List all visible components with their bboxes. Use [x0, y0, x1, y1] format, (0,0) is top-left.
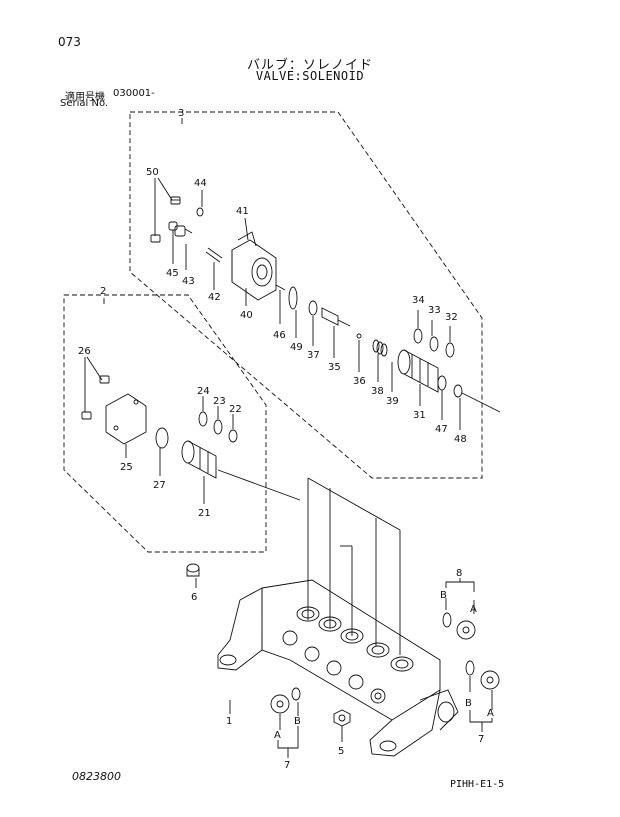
- callout-2: 2: [100, 286, 106, 297]
- callout-23: 23: [213, 396, 226, 407]
- callout-5: 5: [338, 746, 344, 757]
- o-ring-47: [437, 375, 447, 391]
- callout-3: 3: [178, 108, 184, 119]
- callout-32: 32: [445, 312, 458, 323]
- serial-label-english: Serial No.: [60, 98, 109, 109]
- solenoid-coil-40: [231, 231, 286, 301]
- plug-7-right: [465, 660, 500, 690]
- bolt-50-lower: [150, 234, 161, 243]
- valve-block-1: [217, 579, 459, 757]
- callout-33: 33: [428, 305, 441, 316]
- page-number: 073: [58, 35, 81, 49]
- callout-24: 24: [197, 386, 210, 397]
- callout-26: 26: [78, 346, 91, 357]
- callout-7-right: 7: [478, 734, 484, 745]
- plunger-35: [321, 307, 351, 327]
- callout-a-lower-left: A: [274, 730, 281, 741]
- callout-b-upper-right: B: [440, 590, 447, 601]
- callout-7-left: 7: [284, 760, 290, 771]
- bolt-26-lower: [81, 411, 92, 420]
- callout-8: 8: [456, 568, 462, 579]
- bolt-50-upper: [170, 196, 181, 205]
- o-ring-b-upper-right: [442, 612, 452, 628]
- cap-43: [174, 225, 193, 237]
- serial-label-japanese: 適用号機: [65, 92, 105, 103]
- o-ring-27: [155, 427, 169, 449]
- assembly-2-boundary: [63, 294, 267, 553]
- document-code: 0823800: [72, 770, 121, 783]
- callout-6: 6: [191, 592, 197, 603]
- callout-46: 46: [273, 330, 286, 341]
- figure-code: PIHH-E1-5: [450, 779, 505, 790]
- o-ring-48: [453, 384, 463, 398]
- o-ring-34: [413, 328, 423, 344]
- o-ring-32: [445, 342, 455, 358]
- valve-cartridge-21: [181, 440, 217, 479]
- callout-48: 48: [454, 434, 467, 445]
- callout-50: 50: [146, 167, 159, 178]
- callout-39: 39: [386, 396, 399, 407]
- callout-42: 42: [208, 292, 221, 303]
- callout-b-lower-right: B: [465, 698, 472, 709]
- o-ring-b-lower-right: [465, 660, 475, 676]
- callout-a-lower-right: A: [487, 708, 494, 719]
- callout-1: 1: [226, 716, 232, 727]
- callout-27: 27: [153, 480, 166, 491]
- o-ring-44: [196, 207, 204, 217]
- o-ring-22: [228, 429, 238, 443]
- callout-40: 40: [240, 310, 253, 321]
- callout-25: 25: [120, 462, 133, 473]
- title-english: VALVE:SOLENOID: [255, 69, 365, 83]
- callout-36: 36: [353, 376, 366, 387]
- o-ring-49: [288, 286, 298, 310]
- o-ring-24: [198, 411, 208, 427]
- plug-7-left: [270, 687, 301, 714]
- plug-5: [333, 709, 351, 727]
- o-ring-23: [213, 419, 223, 435]
- callout-47: 47: [435, 424, 448, 435]
- callout-41: 41: [236, 206, 249, 217]
- spring-38: [372, 339, 388, 357]
- title-japanese: バルブ：ソレノイド: [246, 58, 373, 73]
- callout-49: 49: [290, 342, 303, 353]
- valve-body-31: [397, 349, 439, 393]
- callout-45: 45: [166, 268, 179, 279]
- plug-8-right: [442, 612, 476, 640]
- callout-a-upper-right: A: [470, 604, 477, 615]
- callout-43: 43: [182, 276, 195, 287]
- callout-21: 21: [198, 508, 211, 519]
- callout-22: 22: [229, 404, 242, 415]
- bolt-26-upper: [99, 375, 110, 384]
- callout-31: 31: [413, 410, 426, 421]
- screw-42: [207, 247, 223, 259]
- callout-44: 44: [194, 178, 207, 189]
- callout-35: 35: [328, 362, 341, 373]
- callout-37: 37: [307, 350, 320, 361]
- cover-plate-25: [105, 393, 147, 445]
- callout-38: 38: [371, 386, 384, 397]
- plug-6: [186, 563, 200, 577]
- callout-34: 34: [412, 295, 425, 306]
- serial-number-value: 030001-: [113, 88, 155, 99]
- ball-36: [356, 333, 362, 339]
- o-ring-33: [429, 336, 439, 352]
- callout-b-lower-left: B: [294, 716, 301, 727]
- o-ring-b-left: [291, 687, 301, 701]
- assembly-3-boundary: [129, 111, 483, 479]
- o-ring-37: [308, 300, 318, 316]
